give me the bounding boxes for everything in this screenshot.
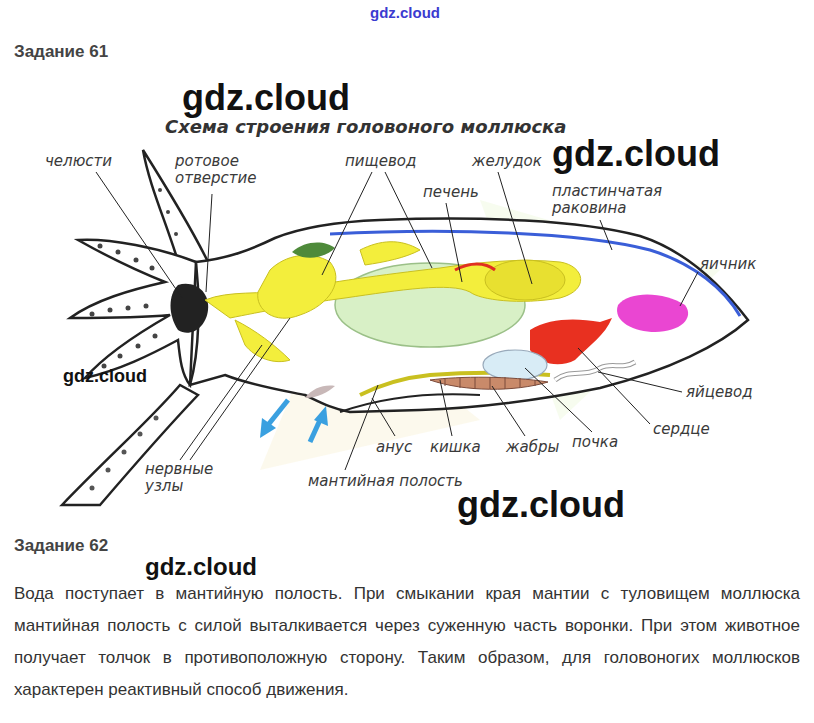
part-label: пищевод	[345, 153, 416, 170]
watermark: gdz.cloud	[145, 553, 257, 581]
part-label: сердце	[653, 421, 710, 438]
diagram-title: Схема строения головоного моллюска	[165, 116, 566, 137]
part-label: желудок	[472, 153, 542, 170]
task-heading: Задание 62	[14, 536, 108, 556]
part-label: яичник	[700, 256, 756, 273]
part-label: анус	[376, 439, 412, 456]
part-label: челюсти	[45, 153, 112, 170]
watermark: gdz.cloud	[63, 365, 147, 387]
part-label: нервные узлы	[145, 461, 230, 495]
part-label: кишка	[430, 439, 481, 456]
part-label: ротовое отверстие	[175, 153, 275, 187]
watermark: gdz.cloud	[182, 78, 350, 118]
watermark: gdz.cloud	[552, 134, 720, 174]
part-label: печень	[423, 184, 479, 201]
part-label: жабры	[506, 439, 559, 456]
task-heading: Задание 61	[14, 42, 108, 62]
part-label: пластинчатая раковина	[552, 183, 702, 217]
part-label: яйцевод	[686, 384, 753, 401]
part-label: почка	[572, 434, 618, 451]
watermark: gdz.cloud	[370, 3, 440, 22]
part-label: мантийная полость	[308, 473, 463, 490]
answer-paragraph: Вода поступает в мантийную полость. При …	[14, 578, 800, 706]
watermark: gdz.cloud	[457, 485, 625, 525]
